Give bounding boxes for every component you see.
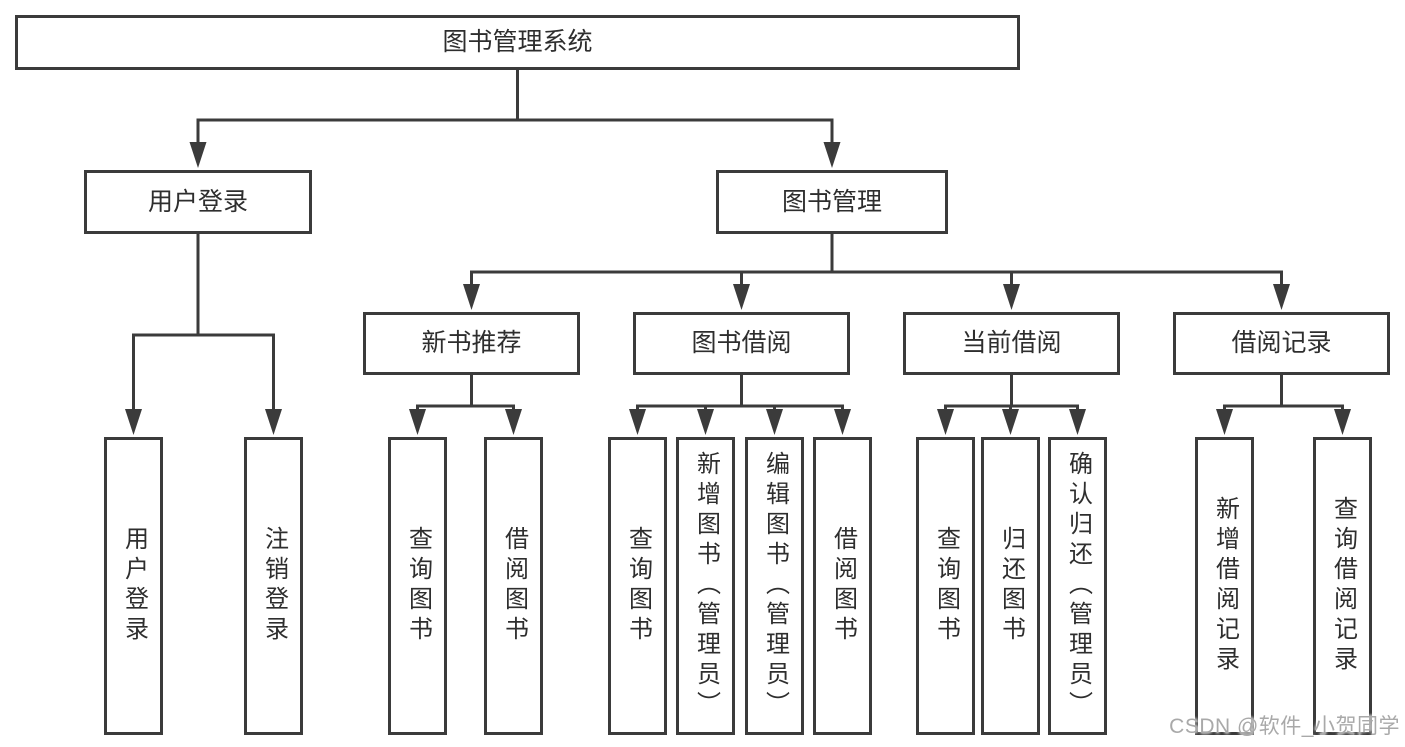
node-rec-borrow-book: 借阅图书 xyxy=(484,437,543,735)
node-logout: 注销登录 xyxy=(244,437,303,735)
arrowhead-icon xyxy=(463,284,480,310)
node-label: 确认归还（管理员） xyxy=(1064,451,1092,721)
node-bb-add-book: 新增图书（管理员） xyxy=(676,437,735,735)
arrowhead-icon xyxy=(823,142,841,168)
node-new-book-rec: 新书推荐 xyxy=(363,312,580,375)
node-label: 编辑图书（管理员） xyxy=(761,451,789,721)
node-br-query-record: 查询借阅记录 xyxy=(1313,437,1372,735)
node-label: 用户登录 xyxy=(120,526,148,646)
node-label: 查询借阅记录 xyxy=(1329,496,1357,676)
arrowhead-icon xyxy=(409,409,426,435)
node-book-borrow: 图书借阅 xyxy=(633,312,850,375)
node-cb-return-book: 归还图书 xyxy=(981,437,1040,735)
arrowhead-icon xyxy=(1334,409,1351,435)
node-label: 新增借阅记录 xyxy=(1211,496,1239,676)
arrowhead-icon xyxy=(1069,409,1086,435)
node-label: 查询图书 xyxy=(624,526,652,646)
arrowhead-icon xyxy=(1273,284,1290,310)
node-bb-query-book: 查询图书 xyxy=(608,437,667,735)
arrowhead-icon xyxy=(1003,284,1020,310)
node-label: 当前借阅 xyxy=(961,329,1062,357)
arrowhead-icon xyxy=(766,409,783,435)
node-label: 查询图书 xyxy=(932,526,960,646)
arrowhead-icon xyxy=(834,409,851,435)
node-label: 图书管理系统 xyxy=(442,28,593,56)
node-label: 借阅记录 xyxy=(1231,329,1332,357)
node-label: 图书管理 xyxy=(781,187,882,216)
node-label: 新增图书（管理员） xyxy=(692,451,720,721)
node-user-login: 用户登录 xyxy=(84,170,312,234)
node-cb-query-book: 查询图书 xyxy=(916,437,975,735)
node-label: 图书借阅 xyxy=(691,329,792,357)
arrowhead-icon xyxy=(1216,409,1233,435)
node-root: 图书管理系统 xyxy=(15,15,1020,70)
node-label: 查询图书 xyxy=(404,526,432,646)
node-borrow-records: 借阅记录 xyxy=(1173,312,1390,375)
node-label: 借阅图书 xyxy=(829,526,857,646)
arrowhead-icon xyxy=(733,284,750,310)
node-label: 注销登录 xyxy=(260,526,288,646)
arrowhead-icon xyxy=(697,409,714,435)
node-book-mgmt: 图书管理 xyxy=(716,170,948,234)
node-bb-borrow-book: 借阅图书 xyxy=(813,437,872,735)
arrowhead-icon xyxy=(125,409,142,435)
node-cb-confirm-return: 确认归还（管理员） xyxy=(1048,437,1107,735)
node-current-borrow: 当前借阅 xyxy=(903,312,1120,375)
node-login: 用户登录 xyxy=(104,437,163,735)
node-br-add-record: 新增借阅记录 xyxy=(1195,437,1254,735)
arrowhead-icon xyxy=(937,409,954,435)
node-rec-query-book: 查询图书 xyxy=(388,437,447,735)
arrowhead-icon xyxy=(265,409,282,435)
node-label: 用户登录 xyxy=(147,187,248,216)
arrowhead-icon xyxy=(505,409,522,435)
arrowhead-icon xyxy=(629,409,646,435)
node-bb-edit-book: 编辑图书（管理员） xyxy=(745,437,804,735)
arrowhead-icon xyxy=(1002,409,1019,435)
node-label: 归还图书 xyxy=(997,526,1025,646)
arrowhead-icon xyxy=(189,142,207,168)
node-label: 借阅图书 xyxy=(500,526,528,646)
csdn-watermark: CSDN @软件_小贺同学 xyxy=(1169,715,1400,738)
node-label: 新书推荐 xyxy=(421,329,522,357)
